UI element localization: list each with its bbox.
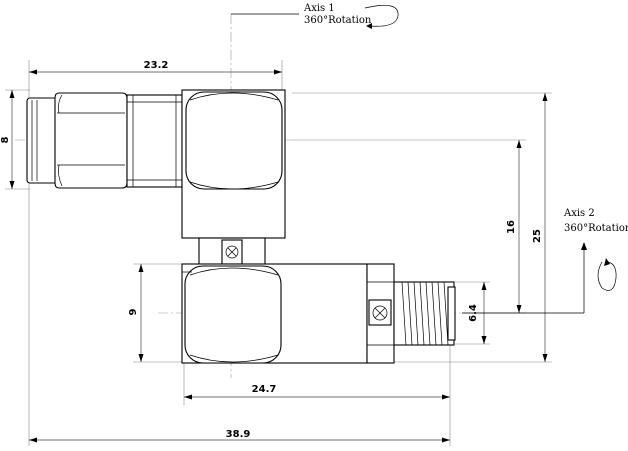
dimension-lines	[9, 69, 548, 443]
dim-lower-left-height: 9	[128, 308, 139, 315]
lower-connector	[181, 263, 456, 364]
axis2-title: Axis 2	[563, 208, 595, 219]
dim-mid-height: 16	[506, 220, 517, 234]
axis1-subtitle: 360°Rotation	[304, 15, 372, 26]
dim-top-width: 23.2	[144, 60, 169, 71]
axis2-subtitle: 360°Rotation	[564, 223, 628, 234]
axis1-marker	[231, 5, 399, 29]
dim-total-height: 25	[532, 229, 543, 243]
dim-right-height: 6.4	[468, 304, 479, 322]
axis2-marker	[462, 242, 617, 314]
dim-total-width: 38.9	[226, 429, 251, 440]
dim-lower-width: 24.7	[252, 384, 277, 395]
axis1-title: Axis 1	[303, 3, 335, 14]
upper-connector	[26, 89, 286, 266]
thread-lines	[401, 281, 449, 346]
dim-left-height: 8	[0, 136, 11, 143]
